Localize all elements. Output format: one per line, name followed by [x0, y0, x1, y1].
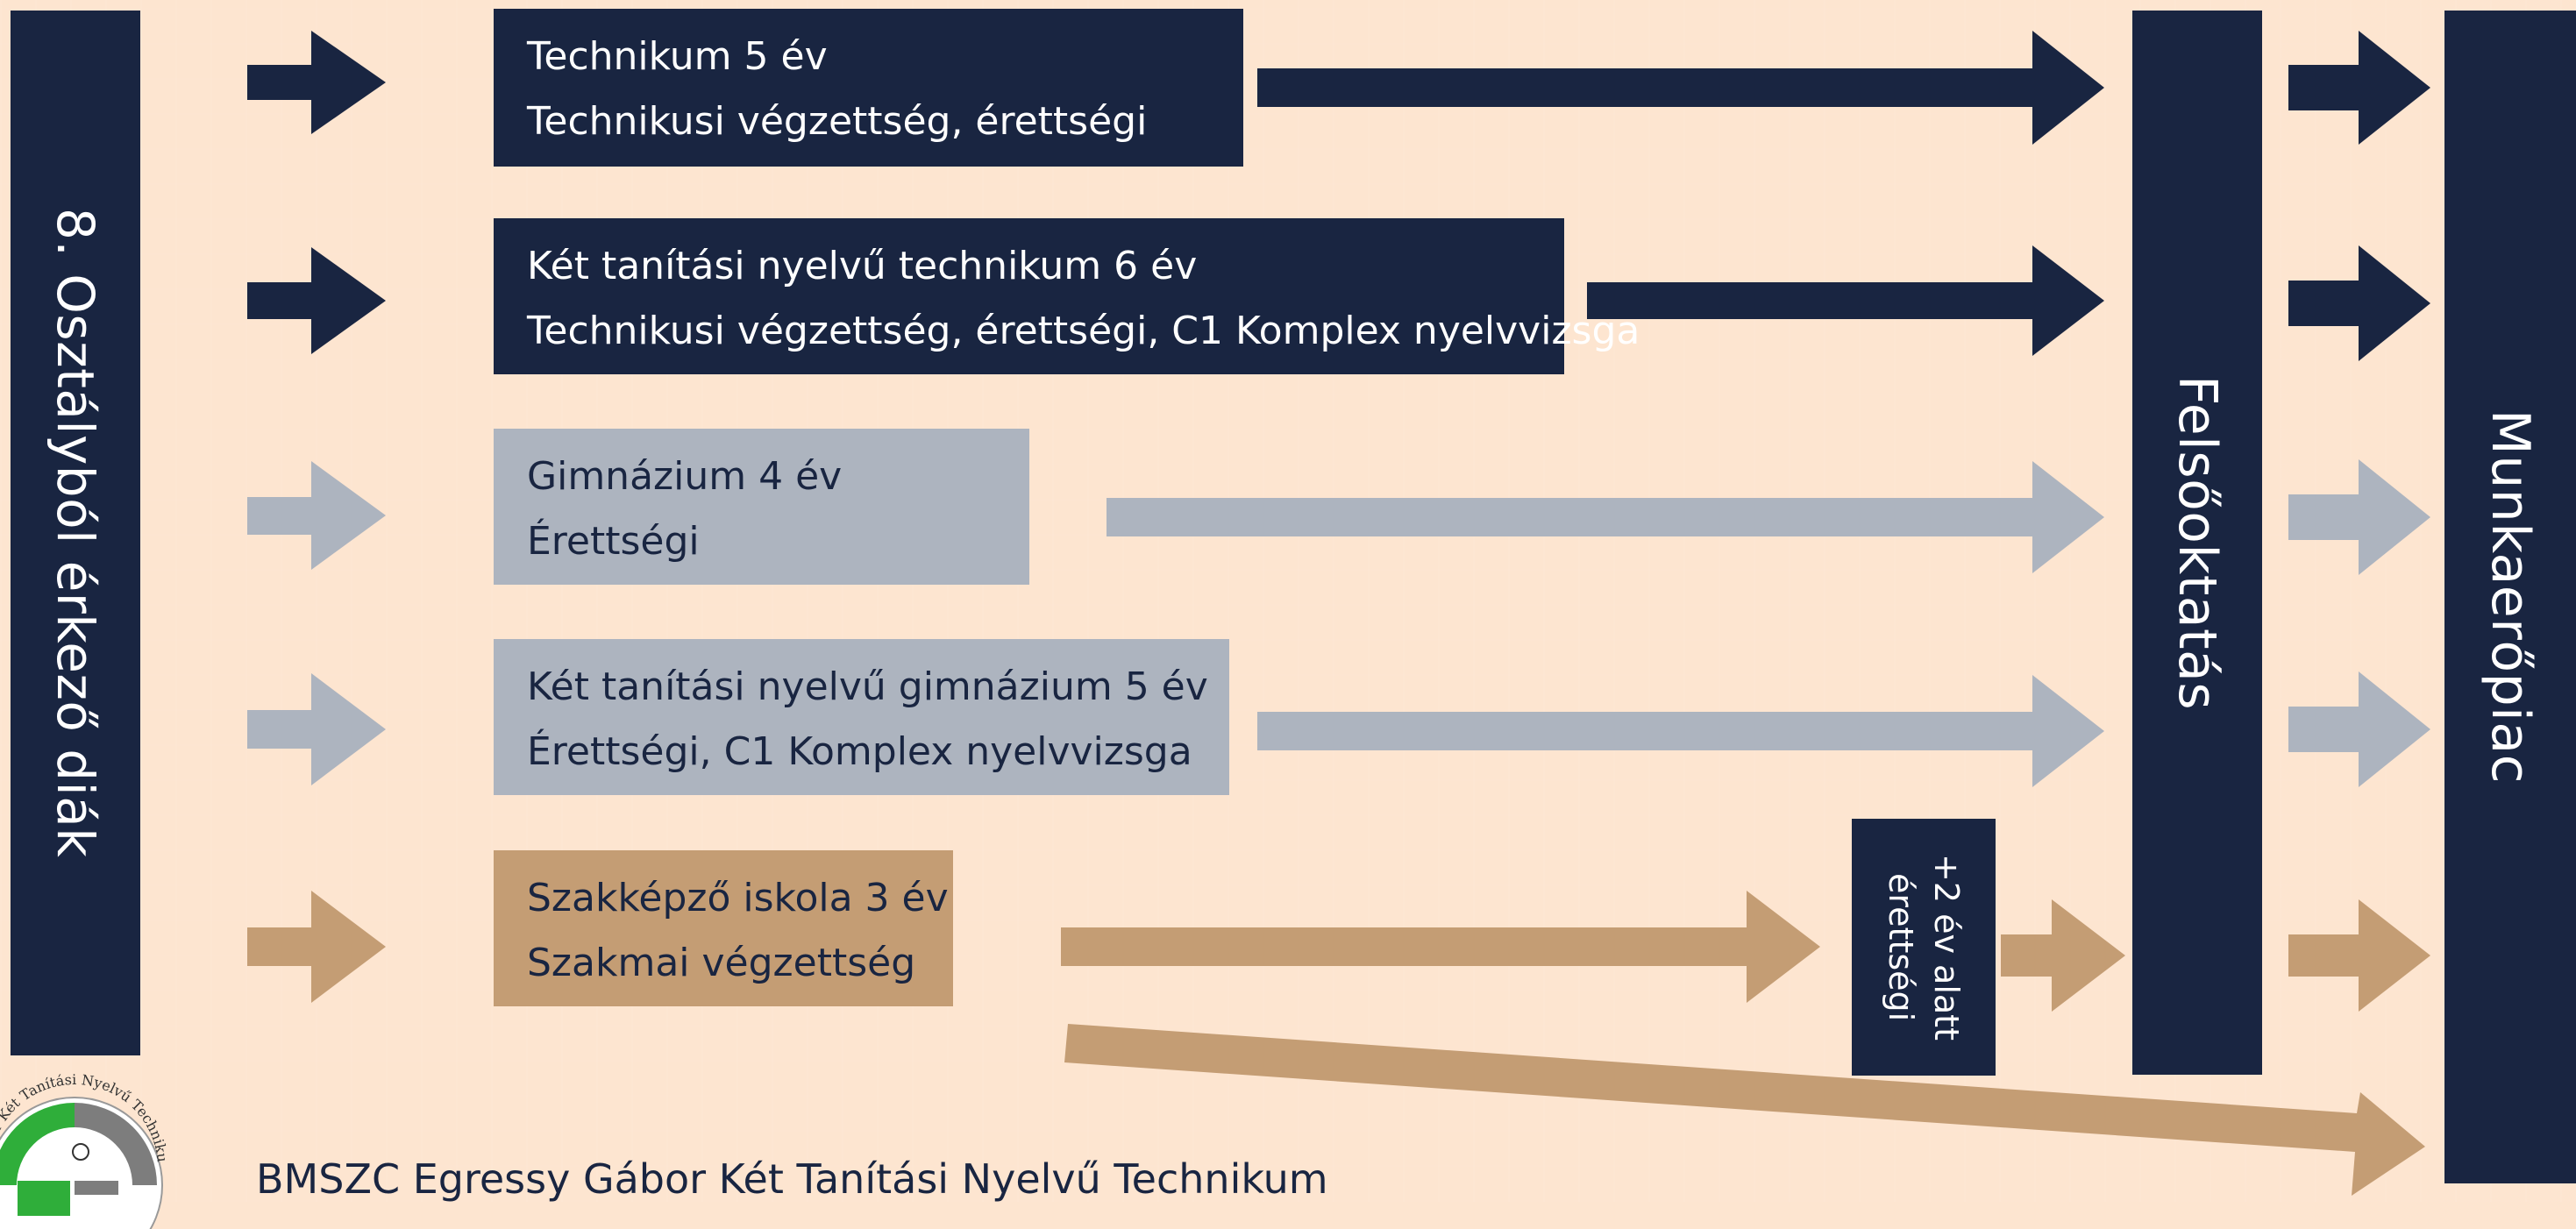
program-outcome: Érettségi	[527, 519, 700, 564]
arrow-ktny-gimnazium-to-higher-ed	[1257, 675, 2104, 787]
program-box-ktny-gimnazium: Két tanítási nyelvű gimnázium 5 év Érett…	[494, 639, 1229, 795]
arrow-higher-ed-to-market-5	[2288, 899, 2430, 1012]
program-outcome: Technikusi végzettség, érettségi, C1 Kom…	[527, 309, 1640, 353]
program-box-gimnazium: Gimnázium 4 év Érettségi	[494, 429, 1029, 585]
higher-education-bar: Felsőoktatás	[2132, 11, 2262, 1075]
arrow-gimnazium-to-higher-ed	[1107, 461, 2104, 573]
program-title: Két tanítási nyelvű gimnázium 5 év	[527, 664, 1208, 709]
start-bar-label: 8. Osztályból érkező diák	[46, 208, 105, 858]
flow-arrows	[247, 31, 2430, 1196]
arrow-higher-ed-to-market-1	[2288, 31, 2430, 145]
labour-market-label: Munkaerőpiac	[2480, 409, 2541, 785]
labour-market-bar: Munkaerőpiac	[2444, 11, 2576, 1183]
arrow-in-szakkepzo	[247, 891, 386, 1003]
arrow-technikum-to-higher-ed	[1257, 31, 2104, 145]
arrow-plus2-to-higher-ed	[2001, 899, 2125, 1012]
higher-education-label: Felsőoktatás	[2167, 374, 2228, 711]
program-title: Szakképző iskola 3 év	[527, 876, 949, 920]
arrow-ktny-technikum-to-higher-ed	[1587, 245, 2104, 356]
plus-two-years-box: +2 év alatt érettségi	[1852, 819, 1996, 1076]
program-outcome: Érettségi, C1 Komplex nyelvvizsga	[527, 729, 1192, 774]
program-title: Gimnázium 4 év	[527, 454, 843, 499]
program-title: Két tanítási nyelvű technikum 6 év	[527, 244, 1198, 288]
program-title: Technikum 5 év	[527, 34, 828, 79]
arrow-higher-ed-to-market-2	[2288, 245, 2430, 361]
footer-school-name: BMSZC Egressy Gábor Két Tanítási Nyelvű …	[256, 1155, 1328, 1203]
arrow-szakkepzo-to-labour-market	[1064, 1024, 2425, 1196]
plus-two-years-line1: +2 év alatt	[1927, 854, 1966, 1041]
arrow-in-gimnazium	[247, 461, 386, 570]
program-box-ktny-technikum: Két tanítási nyelvű technikum 6 év Techn…	[494, 218, 1640, 374]
program-box-szakkepzo: Szakképző iskola 3 év Szakmai végzettség	[494, 850, 953, 1006]
arrow-szakkepzo-to-plus2	[1061, 891, 1820, 1003]
arrow-in-ktny-technikum	[247, 247, 386, 354]
start-bar: 8. Osztályból érkező diák	[11, 11, 140, 1055]
plus-two-years-line2: érettségi	[1882, 872, 1920, 1022]
arrow-in-technikum	[247, 31, 386, 134]
arrow-higher-ed-to-market-4	[2288, 671, 2430, 787]
arrow-higher-ed-to-market-3	[2288, 459, 2430, 575]
program-outcome: Technikusi végzettség, érettségi	[527, 99, 1148, 144]
program-box-technikum: Technikum 5 év Technikusi végzettség, ér…	[494, 9, 1243, 167]
program-outcome: Szakmai végzettség	[527, 941, 916, 985]
school-logo: Gábor Két Tanítási Nyelvű Technikum	[0, 1071, 171, 1229]
arrow-in-ktny-gimnazium	[247, 673, 386, 785]
